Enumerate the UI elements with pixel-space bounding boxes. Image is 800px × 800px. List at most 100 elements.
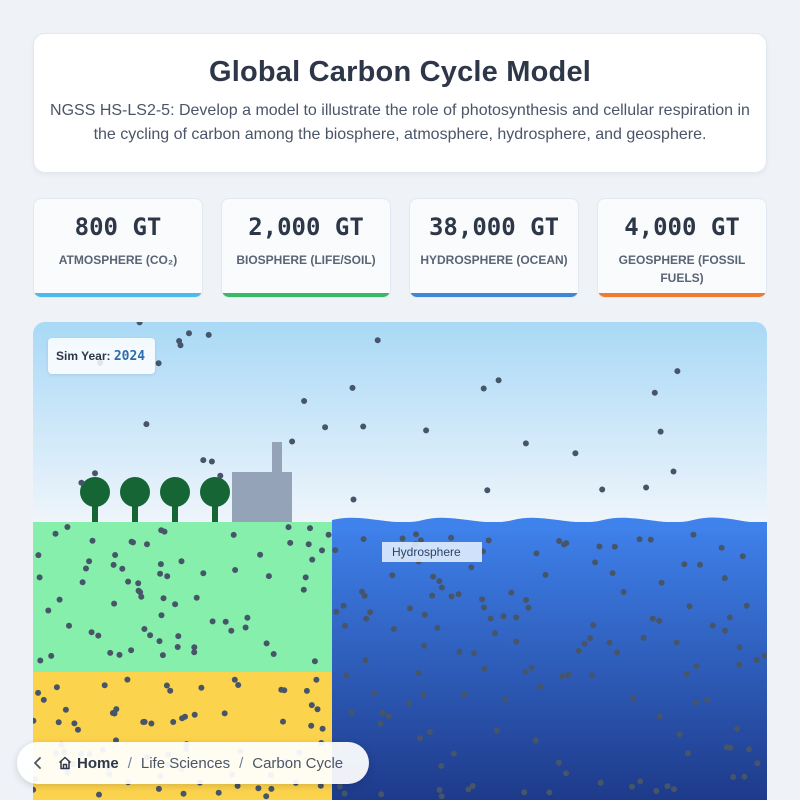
carbon-particle [686,603,693,610]
carbon-particle [697,561,703,568]
carbon-particle [255,785,262,792]
carbon-particle [33,786,37,793]
stat-label: Biosphere (Life/Soil) [236,253,376,267]
carbon-particle [609,570,616,577]
carbon-particle [92,470,98,477]
carbon-particle [636,536,643,543]
carbon-particle [421,611,428,618]
carbon-particle [191,644,198,651]
carbon-particle [658,579,665,586]
carbon-particle [532,737,539,744]
carbon-particle [399,535,406,542]
carbon-particle [144,541,150,548]
carbon-particle [674,368,681,375]
carbon-particle [141,626,148,632]
carbon-particle [178,558,185,565]
carbon-particle [308,722,315,729]
carbon-particle [726,614,733,621]
carbon-particle [62,706,69,713]
carbon-particle [349,384,356,391]
carbon-particle [649,615,656,622]
carbon-particle [319,547,325,554]
carbon-particle [135,587,142,594]
carbon-particle [111,600,118,607]
carbon-particle [230,531,237,538]
carbon-particle [160,595,167,602]
carbon-particle [690,531,697,538]
carbon-particle [141,718,148,725]
carbon-particle [533,550,540,557]
carbon-particle [270,651,277,657]
breadcrumb-home-link[interactable]: Home [77,754,119,772]
carbon-particle [438,584,445,591]
carbon-particle [159,652,166,659]
carbon-particle [456,648,463,655]
carbon-particle [319,725,326,732]
carbon-particle [313,676,320,683]
carbon-particle [350,496,357,503]
breadcrumb-separator: / [239,754,244,772]
carbon-particle [377,720,384,727]
carbon-particle [495,377,502,384]
breadcrumb: Home / Life Sciences / Carbon Cycle [17,742,369,784]
carbon-particle [205,331,212,338]
carbon-particle [110,561,117,568]
carbon-particle [186,330,192,337]
carbon-particle [88,629,95,636]
carbon-particle [500,613,507,620]
carbon-particle [308,702,315,709]
stat-value: 38,000 GT [428,213,560,241]
carbon-particle [265,573,272,580]
carbon-particle [124,676,131,683]
chevron-left-icon[interactable] [31,756,45,770]
home-icon[interactable] [57,755,73,771]
carbon-particle [217,472,224,479]
tree-icon [200,477,230,522]
carbon-particle [481,665,488,672]
carbon-particle [244,614,251,621]
carbon-particle [289,438,296,445]
carbon-particle [438,762,445,769]
carbon-particle [741,773,748,780]
carbon-particle [215,789,222,796]
carbon-particle [565,671,572,678]
carbon-particle [79,579,86,586]
stat-label: Hydrosphere (Ocean) [420,253,568,267]
carbon-particle [448,593,455,600]
carbon-particle [155,785,162,792]
carbon-particle [174,644,181,650]
stat-accent-bar [598,293,766,297]
stat-value: 800 GT [74,213,162,241]
carbon-particle [556,538,563,544]
carbon-particle [208,458,215,465]
carbon-particle [630,695,637,702]
carbon-particle [491,630,498,637]
carbon-particle [40,696,47,703]
carbon-particle [75,726,81,733]
carbon-particle [340,602,347,609]
carbon-simulation-canvas[interactable]: Sim Year: 2024 Hydrosphere [33,322,767,800]
carbon-particle [656,617,663,624]
carbon-particle [461,691,468,698]
carbon-particle [362,657,369,664]
carbon-particle [332,547,339,554]
breadcrumb-link-life-sciences[interactable]: Life Sciences [140,754,231,772]
carbon-particle [485,537,492,544]
carbon-particle [480,604,487,611]
carbon-particle [671,786,677,793]
carbon-particle [521,789,528,796]
carbon-particle [228,627,235,634]
sim-year-label: Sim Year: [56,349,111,363]
carbon-particle [303,687,310,694]
carbon-particle [71,720,78,727]
sim-year-display: Sim Year: 2024 [48,338,155,374]
carbon-particle [513,638,520,645]
carbon-particle [415,670,422,677]
carbon-particle [528,664,535,671]
carbon-particle [135,580,142,587]
carbon-particle [363,615,370,622]
carbon-particle [307,525,313,532]
carbon-particle [596,543,603,550]
biosphere-soil [33,522,332,672]
breadcrumb-current: Carbon Cycle [252,754,344,772]
